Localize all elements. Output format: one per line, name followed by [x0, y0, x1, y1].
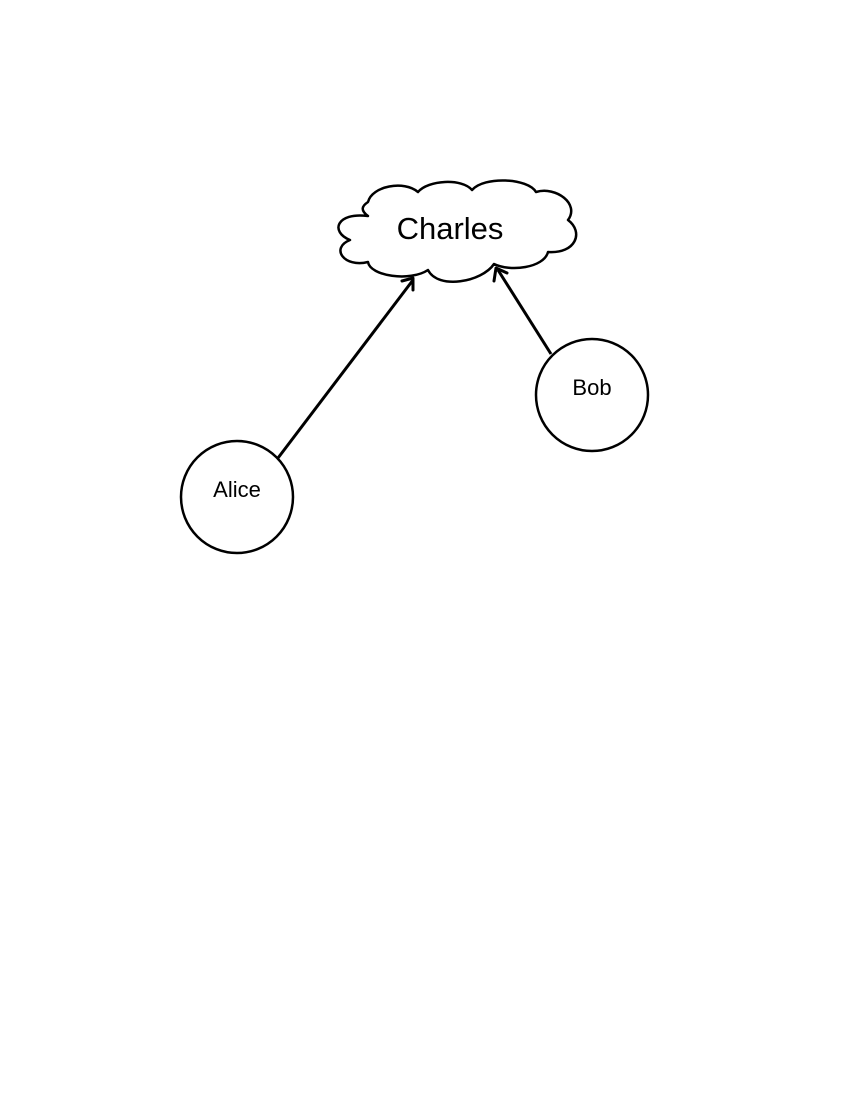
node-bob[interactable]: Bob: [534, 337, 650, 453]
node-circle-bob: [534, 337, 650, 453]
edge-alice-to-charles: [276, 276, 415, 459]
arrowhead-alice-charles: [400, 276, 415, 292]
cloud-shape-icon: [337, 179, 578, 283]
node-label-alice: Alice: [213, 477, 261, 502]
node-charles[interactable]: Charles: [337, 179, 578, 283]
edge-line-bob-charles: [496, 269, 553, 355]
node-alice[interactable]: Alice: [179, 439, 295, 555]
node-circle-alice: [179, 439, 295, 555]
node-label-bob: Bob: [572, 375, 611, 400]
edge-line-alice-charles: [276, 279, 415, 459]
edge-bob-to-charles: [492, 266, 553, 355]
arrowhead-bob-charles: [492, 266, 509, 283]
node-label-charles: Charles: [397, 211, 504, 246]
